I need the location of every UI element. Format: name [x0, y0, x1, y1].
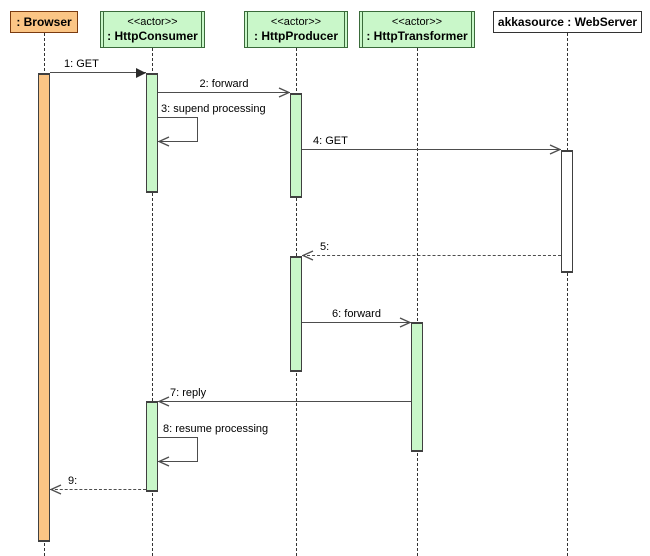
participant-box-webserver: akkasource : WebServer — [493, 11, 642, 33]
participant-box-browser: : Browser — [10, 11, 78, 33]
activation-httpconsumer-2 — [146, 401, 158, 492]
message-1-label: 1: GET — [64, 58, 99, 70]
message-8-arrowhead — [157, 456, 170, 467]
activation-httpproducer-2 — [290, 256, 302, 372]
message-6-label: 6: forward — [332, 308, 381, 320]
participant-stereotype: <<actor>> — [270, 16, 322, 28]
activation-browser — [38, 73, 50, 542]
message-1-line — [50, 72, 146, 73]
lifeline-webserver — [567, 33, 568, 556]
lifeline-httpconsumer — [152, 48, 153, 556]
message-7-arrowhead — [157, 396, 170, 407]
participant-name: akkasource : WebServer — [497, 14, 638, 29]
participant-stereotype: <<actor>> — [127, 16, 178, 28]
message-1-arrowhead — [136, 68, 146, 78]
message-6-line — [302, 322, 411, 323]
message-2-arrowhead — [278, 87, 291, 98]
message-3-self-loop — [158, 117, 198, 142]
activation-httpproducer-1 — [290, 93, 302, 198]
lifeline-httptransformer — [417, 48, 418, 556]
message-5-arrowhead — [301, 250, 314, 261]
message-9-arrowhead — [49, 484, 62, 495]
message-7-line — [158, 401, 411, 402]
activation-webserver — [561, 150, 573, 273]
message-4-line — [302, 149, 561, 150]
participant-box-httpproducer: <<actor>> : HttpProducer — [244, 11, 348, 48]
participant-name: : HttpTransformer — [366, 29, 468, 43]
participant-name: : Browser — [16, 14, 72, 29]
message-3-arrowhead — [157, 136, 170, 147]
message-5-label: 5: — [320, 241, 330, 253]
message-4-label: 4: GET — [313, 135, 348, 147]
message-2-label: 2: forward — [199, 78, 249, 90]
participant-box-httptransformer: <<actor>> : HttpTransformer — [359, 11, 475, 48]
message-4-arrowhead — [549, 144, 562, 155]
message-9-line — [50, 489, 146, 490]
activation-httpconsumer-1 — [146, 73, 158, 193]
activation-httptransformer — [411, 322, 423, 452]
message-8-label: 8: resume processing — [163, 423, 269, 435]
message-5-line — [302, 255, 561, 256]
message-2-line — [158, 92, 290, 93]
participant-stereotype: <<actor>> — [391, 16, 443, 28]
message-8-self-loop — [158, 437, 198, 462]
message-6-arrowhead — [399, 317, 412, 328]
message-3-label: 3: supend processing — [161, 103, 266, 115]
participant-name: : HttpProducer — [254, 29, 338, 43]
participant-name: : HttpConsumer — [107, 29, 198, 43]
message-9-label: 9: — [68, 475, 78, 487]
message-7-label: 7: reply — [170, 387, 207, 399]
participant-box-httpconsumer: <<actor>> : HttpConsumer — [100, 11, 205, 48]
